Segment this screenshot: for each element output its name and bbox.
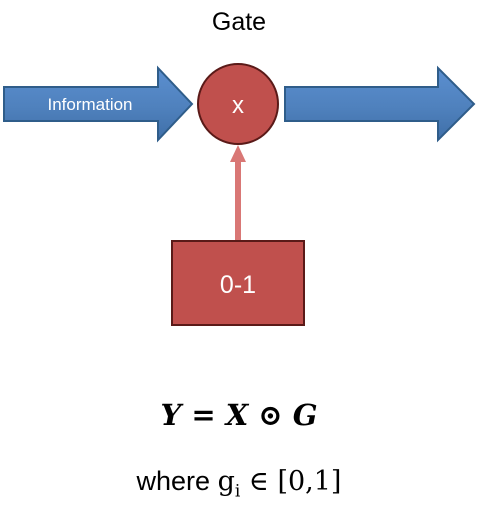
gate-variable-letter: g	[217, 466, 235, 497]
input-arrow	[3, 65, 194, 143]
control-arrow-shaft	[235, 160, 241, 242]
gate-variable-subscript: i	[234, 481, 241, 502]
gate-range: ∈ [0,1]	[240, 466, 342, 497]
gate-operator-node	[197, 63, 279, 145]
range-condition: where gi ∈ [0,1]	[0, 466, 478, 501]
gate-variable: gi ∈ [0,1]	[217, 466, 342, 501]
where-prefix: where	[136, 466, 211, 496]
control-box	[171, 240, 305, 326]
gate-title: Gate	[211, 8, 267, 36]
operator-symbol: x	[232, 92, 244, 119]
control-box-label: 0-1	[220, 271, 256, 299]
output-arrow	[284, 65, 476, 143]
control-arrow-head	[230, 145, 246, 162]
gating-equation: Y = X ⊙ G	[160, 398, 318, 432]
input-arrow-label: Information	[47, 95, 132, 114]
